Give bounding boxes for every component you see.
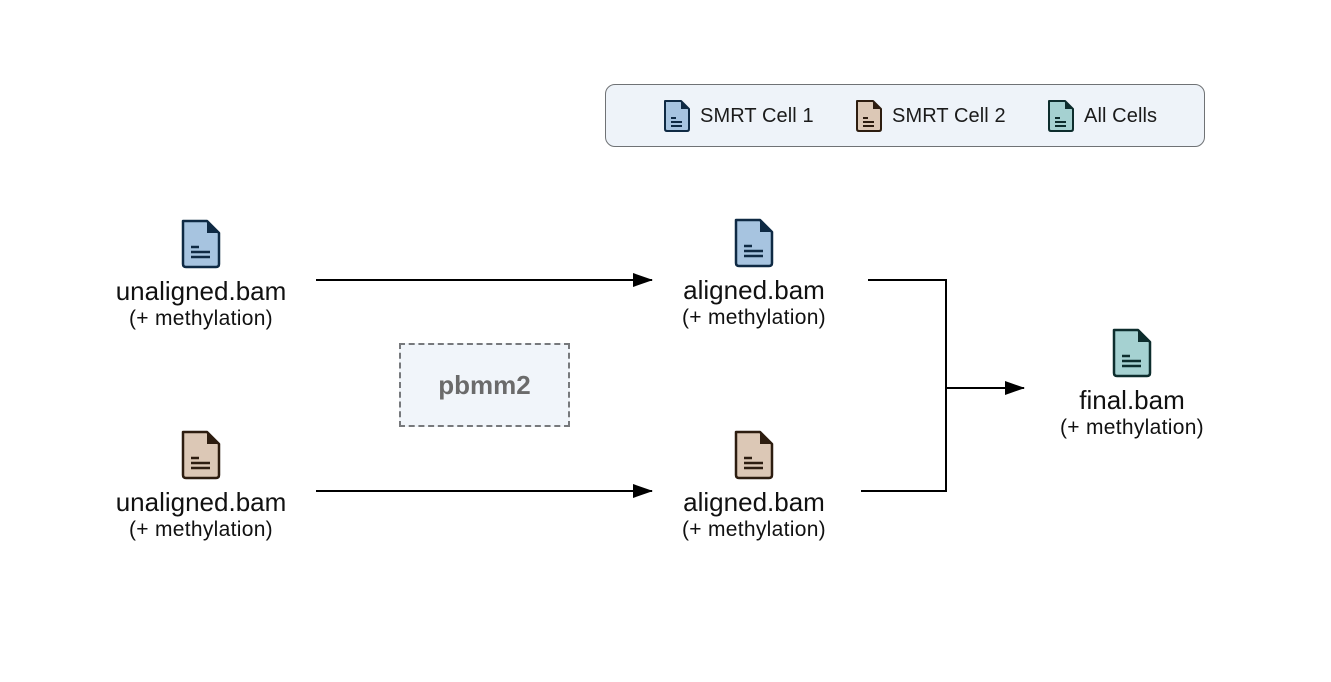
file-name: aligned.bam	[683, 275, 825, 305]
legend-item-all-cells: All Cells	[1046, 97, 1157, 135]
file-icon	[856, 100, 882, 132]
file-icon	[181, 430, 221, 480]
file-annotation: (+ methylation)	[129, 518, 273, 541]
file-annotation: (+ methylation)	[129, 307, 273, 330]
file-name: aligned.bam	[683, 487, 825, 517]
file-icon	[664, 100, 690, 132]
file-annotation: (+ methylation)	[682, 306, 826, 329]
legend-item-smrt-cell-2: SMRT Cell 2	[854, 97, 1006, 135]
node-final: final.bam (+ methylation)	[992, 327, 1272, 441]
node-cell2-aligned: aligned.bam (+ methylation)	[614, 429, 894, 543]
file-icon	[734, 430, 774, 480]
file-name: unaligned.bam	[115, 487, 287, 517]
tool-box: pbmm2	[399, 343, 570, 427]
file-icon	[1112, 328, 1152, 378]
node-cell1-unaligned: unaligned.bam (+ methylation)	[61, 218, 341, 332]
file-name: unaligned.bam	[115, 276, 287, 306]
merge-bracket	[861, 279, 947, 492]
file-icon	[1048, 100, 1074, 132]
legend: SMRT Cell 1 SMRT Cell 2 All Cells	[605, 84, 1205, 147]
file-name: final.bam	[1079, 385, 1185, 415]
tool-label: pbmm2	[438, 369, 531, 400]
file-annotation: (+ methylation)	[1060, 416, 1204, 439]
file-icon	[734, 218, 774, 268]
legend-label: SMRT Cell 2	[892, 104, 1006, 127]
legend-label: SMRT Cell 1	[700, 104, 814, 127]
node-cell2-unaligned: unaligned.bam (+ methylation)	[61, 429, 341, 543]
file-icon	[181, 219, 221, 269]
legend-label: All Cells	[1084, 104, 1158, 127]
legend-item-smrt-cell-1: SMRT Cell 1	[662, 97, 814, 135]
node-cell1-aligned: aligned.bam (+ methylation)	[614, 217, 894, 331]
file-annotation: (+ methylation)	[682, 518, 826, 541]
